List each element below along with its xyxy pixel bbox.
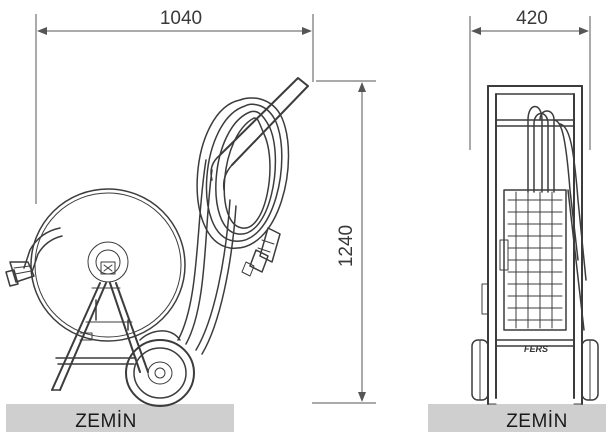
arrow-front-left (471, 27, 481, 35)
dimension-front-width: 420 (469, 8, 591, 150)
wheel (125, 339, 195, 407)
floor-right: ZEMİN (428, 404, 606, 432)
front-drum (499, 189, 567, 331)
side-view (5, 77, 309, 407)
cart-frame (51, 282, 149, 391)
floor-left-strip (6, 404, 234, 432)
front-wheels (471, 339, 599, 401)
side-width-value: 1040 (160, 8, 202, 29)
floor-left: ZEMİN (6, 404, 234, 432)
floor-right-strip (428, 404, 606, 432)
front-view: FERS (471, 85, 599, 405)
hose-coil (139, 97, 290, 355)
dimension-side-width: 1040 (35, 8, 314, 204)
floor-right-label: ZEMİN (506, 411, 568, 432)
arrow-left (37, 27, 47, 35)
logo-text: FERS (524, 344, 548, 354)
reel-drum (30, 188, 186, 342)
dimension-height: 1240 (312, 80, 376, 404)
inlet-pipe (5, 227, 63, 287)
nozzle (241, 227, 281, 277)
front-logo: FERS (524, 344, 548, 354)
height-value: 1240 (336, 225, 357, 267)
arrow-bottom (358, 392, 366, 402)
front-hose (527, 105, 587, 331)
front-width-value: 420 (516, 8, 548, 29)
arrow-right (302, 27, 312, 35)
arrow-front-right (579, 27, 589, 35)
arrow-top (358, 82, 366, 92)
front-frame (481, 85, 583, 405)
floor-left-label: ZEMİN (75, 411, 137, 432)
